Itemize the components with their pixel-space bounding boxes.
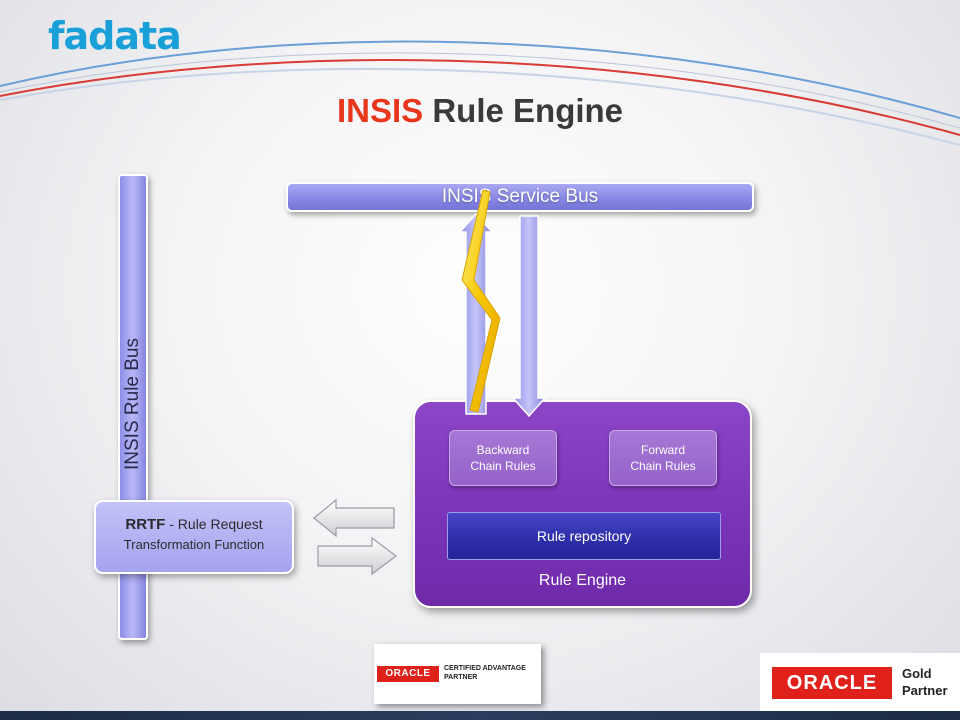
footer-bar <box>0 711 960 720</box>
rule-engine-label: Rule Engine <box>538 572 627 589</box>
decorative-swoosh <box>0 40 960 146</box>
title-accent: INSIS <box>336 92 424 129</box>
rrtf-box: RRTF - Rule Request Transformation Funct… <box>94 500 294 574</box>
down-arrow <box>511 215 547 418</box>
forward-line-1: Forward <box>640 443 685 457</box>
gold-text: Gold Partner <box>902 665 960 699</box>
rule-repository-box: Rule repository <box>447 512 721 560</box>
gold-line-1: Gold <box>902 666 932 681</box>
oracle-gold-brand-mark: ORACLE <box>772 667 892 699</box>
left-arrow <box>313 498 395 538</box>
forward-chain-rules-box: Forward Chain Rules <box>609 430 717 486</box>
rrtf-title-rest: - Rule Request <box>165 516 263 532</box>
backward-line-1: Backward <box>476 443 530 457</box>
backward-chain-rules-box: Backward Chain Rules <box>449 430 557 486</box>
lightning-bolt-icon <box>461 189 501 413</box>
rrtf-subtitle: Transformation Function <box>123 537 265 552</box>
backward-line-2: Chain Rules <box>470 459 536 473</box>
certified-text: CERTIFIED ADVANTAGE PARTNER <box>444 664 540 682</box>
certified-line-1: CERTIFIED ADVANTAGE <box>444 665 526 672</box>
rrtf-title: RRTF - Rule Request <box>96 516 292 533</box>
rrtf-acronym: RRTF <box>125 516 166 533</box>
oracle-gold-partner-logo: ORACLE Gold Partner <box>760 653 960 713</box>
gold-line-2: Partner <box>902 683 948 698</box>
title-rest: Rule Engine <box>423 92 624 129</box>
right-arrow <box>317 536 397 576</box>
fadata-logo: fadata <box>48 14 182 58</box>
page-title: INSIS Rule Engine <box>0 92 960 130</box>
oracle-brand-mark: ORACLE <box>377 666 439 682</box>
forward-line-2: Chain Rules <box>630 459 696 473</box>
oracle-certified-partner-logo: ORACLE CERTIFIED ADVANTAGE PARTNER <box>374 644 541 704</box>
certified-line-2: PARTNER <box>444 674 478 681</box>
